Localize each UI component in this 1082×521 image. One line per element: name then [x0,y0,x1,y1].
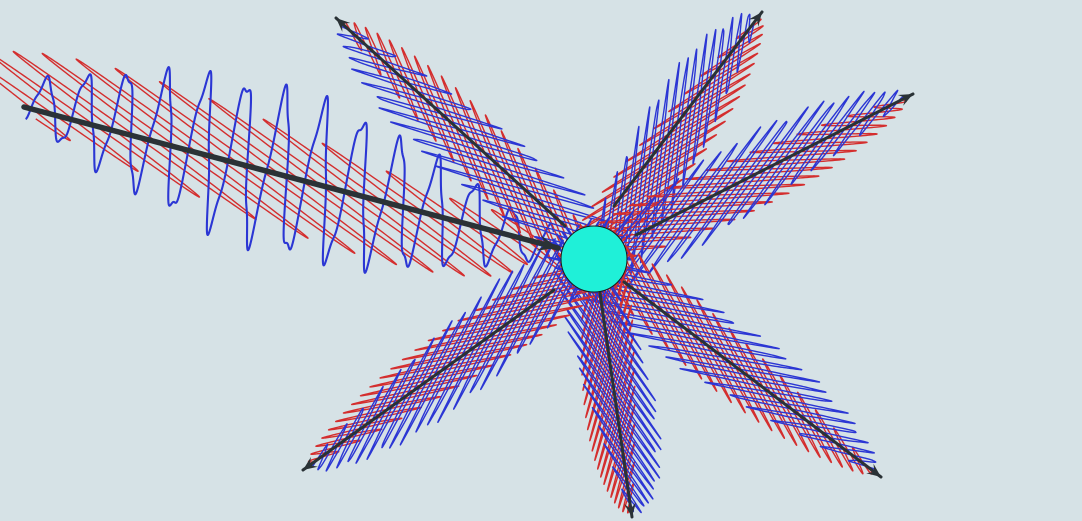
scattered-bottom-arrowhead-icon [624,502,636,517]
scattered-ray-right [634,92,915,237]
scattered-upper-left-arrowhead-icon [336,18,351,32]
scattered-lower-left-arrowhead-icon [303,457,318,470]
scattered-magnetic-wave-upper-left [335,17,641,274]
incident-magnetic-wave [24,66,555,274]
scattered-right-arrowhead-icon [897,94,913,106]
scattered-upper-right-arrowhead-icon [748,12,762,27]
scatterer-particle [560,225,628,293]
scattered-ray-bottom [598,291,634,519]
incident-ray [21,104,561,251]
incident-arrowhead-icon [536,235,558,251]
scattered-ray-upper-left [334,16,567,228]
scattered-ray-upper-right [612,10,764,208]
scattered-ray-lower-right [622,280,883,479]
scattered-magnetic-wave-bottom [552,220,662,518]
scattered-ray-lower-left [301,288,556,472]
ray-layer [21,10,915,519]
wave-layer [0,11,914,518]
scattered-lower-right-arrowhead-icon [866,463,881,477]
scattered-magnetic-wave-lower-right [546,253,882,478]
